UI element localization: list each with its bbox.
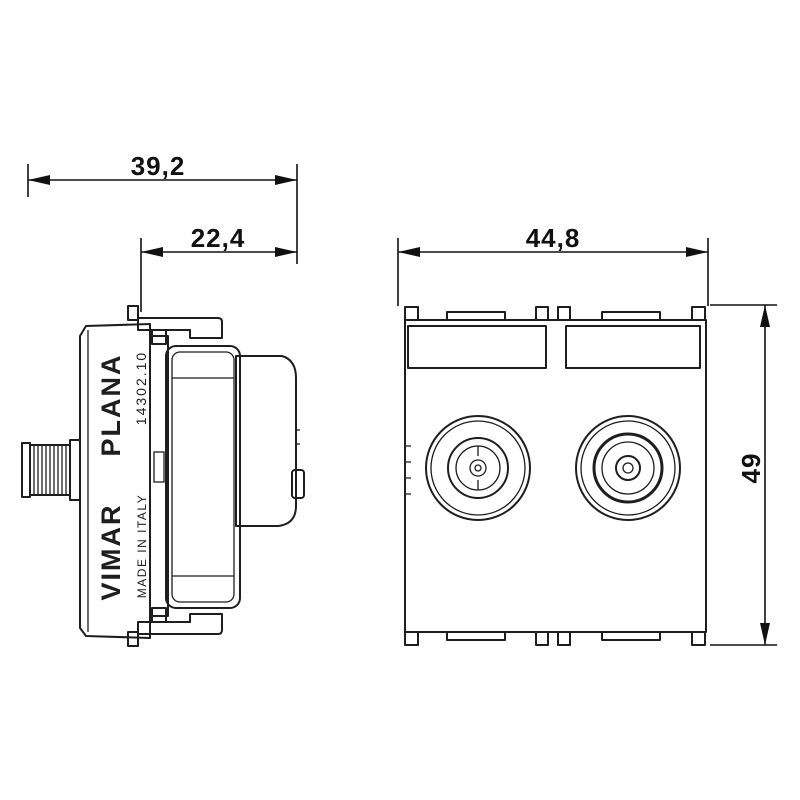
- coax-outer-ring-inner: [580, 420, 676, 516]
- brand-logo-text: VIMAR: [96, 504, 126, 601]
- arrowhead-right: [275, 175, 297, 185]
- bottom-tab-wide: [601, 631, 661, 641]
- coax-outer-ring: [425, 415, 531, 521]
- product-code-label: 14302.10: [133, 351, 149, 425]
- arrowhead-left: [141, 247, 163, 257]
- connector-end-cap: [21, 442, 31, 498]
- front-panel-strip: [149, 335, 169, 617]
- arrowhead-left: [28, 175, 50, 185]
- module-housing-inner: [171, 351, 235, 603]
- coax-socket-left: [425, 415, 531, 521]
- coax-center-pin: [622, 462, 634, 474]
- series-label: PLANA: [96, 354, 126, 457]
- arrowhead-left: [398, 247, 420, 257]
- dimension-front-width: 44,8: [397, 223, 709, 306]
- connector-flange: [69, 439, 81, 501]
- bottom-tab: [535, 631, 549, 646]
- dimension-side-overall: 39,2: [27, 151, 298, 264]
- label-window-right: [565, 325, 701, 369]
- dimension-label-front-width: 44,8: [526, 223, 581, 253]
- coax-outer-ring-inner: [430, 420, 526, 516]
- rear-button: [291, 469, 305, 499]
- top-clip: [137, 317, 223, 339]
- module-housing: [165, 345, 241, 609]
- coax-center-ring: [615, 455, 641, 481]
- bottom-tab: [691, 631, 706, 646]
- arrowhead-top: [760, 305, 770, 327]
- coax-insulator: [601, 441, 655, 495]
- threaded-connector: [21, 439, 81, 501]
- bottom-tab-wide: [446, 631, 506, 641]
- arrowhead-bottom: [760, 623, 770, 645]
- arrowhead-right: [275, 247, 297, 257]
- bottom-tab: [557, 631, 571, 646]
- bottom-clip-tab: [127, 631, 139, 647]
- top-tab: [404, 306, 419, 321]
- top-tab-wide: [601, 311, 661, 321]
- coax-body: [447, 437, 509, 499]
- top-tab-wide: [446, 311, 506, 321]
- coax-center-hole: [469, 459, 487, 477]
- front-plate: [404, 319, 707, 633]
- bottom-tab: [404, 631, 419, 646]
- rear-box: [235, 355, 297, 527]
- dimension-side-depth: 22,4: [140, 223, 297, 312]
- connector-thread-lines: [33, 445, 67, 495]
- coax-body: [592, 432, 664, 504]
- dimension-label-side-overall: 39,2: [131, 151, 186, 181]
- top-tab: [535, 306, 549, 321]
- side-view: PLANA 14302.10 VIMAR MADE IN ITALY: [21, 305, 305, 647]
- dimension-front-height: 49: [710, 304, 777, 646]
- top-tab: [557, 306, 571, 321]
- hinge-mark: [153, 451, 165, 483]
- bottom-clip: [137, 613, 223, 635]
- origin-label: MADE IN ITALY: [135, 494, 149, 598]
- top-clip-tab: [127, 305, 139, 321]
- label-window-left: [407, 325, 547, 369]
- front-view: [404, 306, 707, 646]
- dimension-label-front-height: 49: [736, 453, 766, 484]
- dimension-label-side-depth: 22,4: [191, 223, 246, 253]
- coax-socket-right: [575, 415, 681, 521]
- top-tab: [691, 306, 706, 321]
- arrowhead-right: [686, 247, 708, 257]
- coax-center-pin: [474, 464, 482, 472]
- body-outline: [79, 323, 151, 639]
- coax-outer-ring: [575, 415, 681, 521]
